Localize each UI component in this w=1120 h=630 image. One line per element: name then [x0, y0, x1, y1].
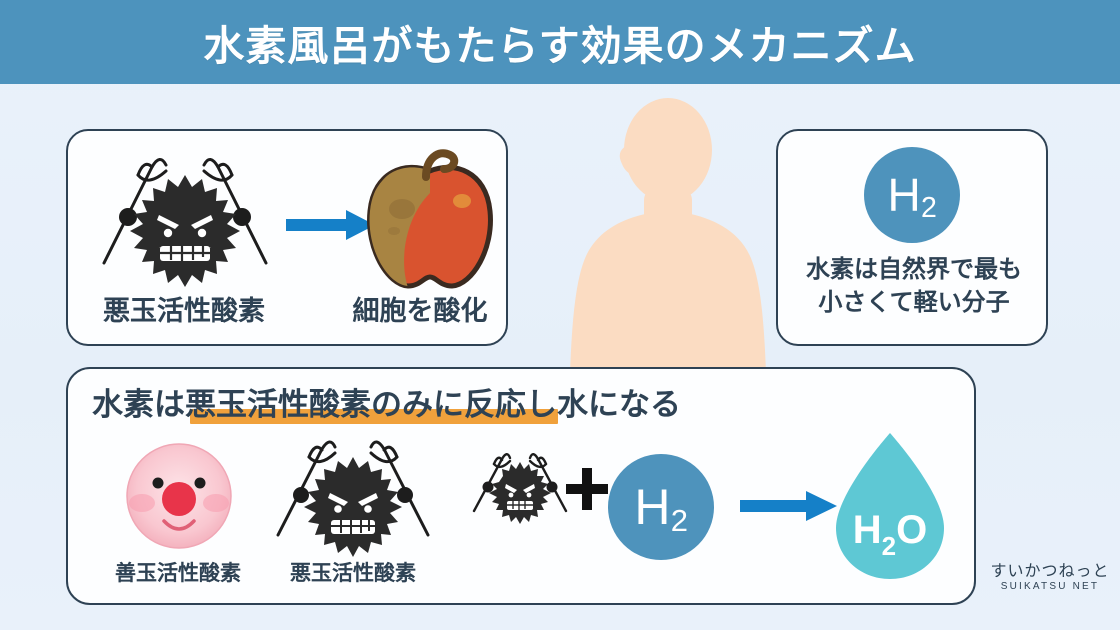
bad-oxygen-icon-large [268, 431, 438, 559]
oxidized-apple-icon [358, 141, 503, 296]
card-reaction: 水素は悪玉活性酸素のみに反応し水になる 善玉活性 [66, 367, 976, 605]
heading-highlight [190, 409, 558, 424]
h2-molecule-icon: H2 [608, 454, 714, 560]
page-title: 水素風呂がもたらす効果のメカニズム [203, 23, 917, 69]
good-oxygen-icon [120, 441, 238, 551]
reaction-heading: 水素は悪玉活性酸素のみに反応し水になる [92, 387, 681, 422]
hydrogen-description-line1: 水素は自然界で最も [806, 256, 1022, 283]
svg-text:H2O: H2O [853, 508, 927, 561]
hydrogen-description-line2: 小さくて軽い分子 [818, 289, 1010, 317]
header-bar: 水素風呂がもたらす効果のメカニズム [0, 0, 1120, 84]
good-oxygen-label: 善玉活性酸素 [115, 562, 241, 585]
bad-oxygen-icon-small [468, 447, 572, 525]
h2-badge-text: H2 [887, 169, 937, 225]
h2o-2: 2 [882, 531, 896, 561]
card-oxidation: 悪玉活性酸素 細胞を酸化 [66, 129, 508, 346]
hydrogen-description: 水素は自然界で最も 小さくて軽い分子 [778, 253, 1050, 319]
h2o-h: H [853, 508, 882, 552]
bad-oxygen-label-bottom: 悪玉活性酸素 [290, 562, 416, 585]
reaction-arrow-icon [740, 489, 838, 523]
human-silhouette [540, 88, 810, 373]
h2o-o: O [896, 508, 927, 552]
watermark-logo: すいかつねっと SUIKATSU NET [990, 563, 1110, 593]
h2-molecule-text: H2 [634, 479, 688, 538]
water-droplet-icon: H2O [828, 431, 952, 581]
plus-icon [564, 466, 610, 512]
h2-badge-icon: H2 [864, 147, 960, 243]
arrow-right-icon [286, 208, 376, 242]
watermark-english: SUIKATSU NET [1000, 580, 1100, 592]
bad-oxygen-label: 悪玉活性酸素 [103, 296, 265, 326]
watermark-japanese: すいかつねっと [990, 563, 1110, 580]
card-hydrogen-molecule: H2 水素は自然界で最も 小さくて軽い分子 [776, 129, 1048, 346]
bad-oxygen-icon [90, 145, 280, 290]
cell-oxidation-label: 細胞を酸化 [352, 296, 488, 326]
